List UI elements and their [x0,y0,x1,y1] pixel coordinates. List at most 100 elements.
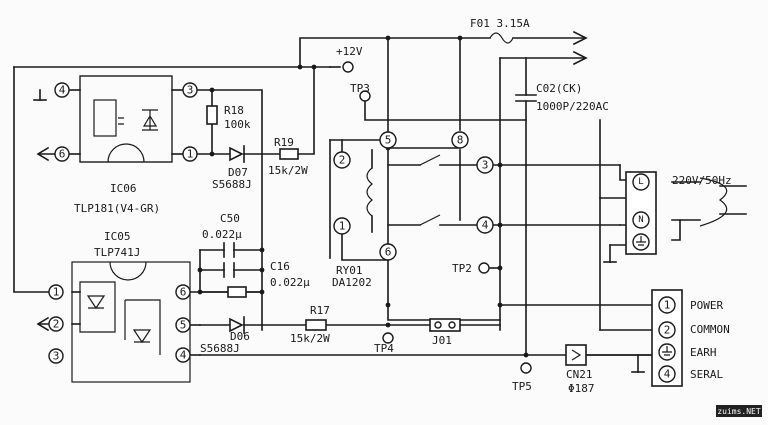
ic06-pin3 [182,82,198,98]
j01-label: J01 [432,334,452,347]
r18-label: R18 [224,104,244,117]
d07-label: D07 [228,166,248,179]
mains-terminal-n [632,211,650,229]
ic05-label: IC05 [104,230,131,243]
out-pin4 [658,365,676,383]
ic05-pin1 [48,284,64,300]
d06-diode [229,317,244,333]
svg-text:1: 1 [339,220,346,233]
d06-label: D06 [230,330,250,343]
cn21-connector [565,344,587,366]
cn21-label: CN21 [566,368,593,381]
svg-text:N: N [638,215,643,225]
svg-text:3: 3 [187,84,194,97]
ic05-pin5 [175,317,191,333]
svg-text:4: 4 [59,84,66,97]
seral-label: SERAL [690,368,723,381]
cn21-value: Φ187 [568,382,595,395]
v12-label: +12V [336,45,363,58]
ry01-pin8 [451,131,469,149]
ry01-pin2 [333,151,351,169]
c50-label: C50 [220,212,240,225]
ic06-pin4 [54,82,70,98]
svg-text:1: 1 [53,286,60,299]
r17-value: 15k/2W [290,332,330,345]
c02-label: C02(CK) [536,82,582,95]
earh-label: EARH [690,346,717,359]
v12-testpoint [342,61,354,73]
ic06-pin6 [54,146,70,162]
watermark-text: zuims.NET [717,407,761,416]
tp3-label: TP3 [350,82,370,95]
tp5-label: TP5 [512,380,532,393]
svg-text:4: 4 [180,349,187,362]
ry01-pin5 [379,131,397,149]
ry01-pin4 [476,216,494,234]
ic05-pin6 [175,284,191,300]
tp2-testpoint [478,262,490,274]
svg-text:4: 4 [664,368,671,381]
r19-label: R19 [274,136,294,149]
r19-resistor [279,148,299,160]
fuse-label: F01 3.15A [470,17,530,30]
ic05-part: TLP741J [94,246,140,259]
ic06-pin1 [182,146,198,162]
mains-terminal-l [632,173,650,191]
tp5-testpoint [520,362,532,374]
out-pin2 [658,321,676,339]
ic06-body [79,75,173,163]
ry01-pin6 [379,243,397,261]
svg-text:6: 6 [59,148,66,161]
tp3-testpoint [359,90,371,102]
d06-value: S5688J [200,342,240,355]
r-small [227,286,247,298]
arrows [36,30,588,332]
r19-value: 15k/2W [268,164,308,177]
svg-text:5: 5 [180,319,187,332]
svg-text:6: 6 [180,286,187,299]
tp2-label: TP2 [452,262,472,275]
ry01-pin1 [333,217,351,235]
mains-label: 220V/50Hz [672,174,732,187]
c16-label: C16 [270,260,290,273]
out-pin1 [658,296,676,314]
c16-value: 0.022µ [270,276,310,289]
r17-label: R17 [310,304,330,317]
r17-resistor [305,319,327,331]
labels: F01 3.15A +12V TP3 C02(CK) 1000P/220AC R… [74,17,732,395]
ic05-pin4 [175,347,191,363]
tp4-testpoint [382,332,394,344]
ry01-label: RY01 [336,264,363,277]
svg-text:3: 3 [482,159,489,172]
ic05-pin3 [48,348,64,364]
c50-value: 0.022µ [202,228,242,241]
d07-value: S5688J [212,178,252,191]
svg-text:2: 2 [339,154,346,167]
svg-text:1: 1 [187,148,194,161]
svg-text:3: 3 [53,350,60,363]
svg-text:8: 8 [457,134,464,147]
svg-text:6: 6 [385,246,392,259]
ry01-pin3 [476,156,494,174]
watermark: zuims.NET [716,405,762,417]
r18-value: 100k [224,118,251,131]
d07-diode [229,146,244,162]
svg-text:2: 2 [53,318,60,331]
tp4-label: TP4 [374,342,394,355]
common-label: COMMON [690,323,730,336]
svg-text:L: L [638,177,643,187]
ry01-part: DA1202 [332,276,372,289]
ic05-pin2 [48,316,64,332]
svg-text:4: 4 [482,219,489,232]
svg-text:1: 1 [664,299,671,312]
svg-text:5: 5 [385,134,392,147]
r18-resistor [206,105,218,125]
c02-value: 1000P/220AC [536,100,609,113]
components [71,75,683,387]
svg-text:2: 2 [664,324,671,337]
ic06-part: TLP181(V4-GR) [74,202,160,215]
power-label: POWER [690,299,723,312]
pin-markers: 4 6 3 1 2 1 5 8 3 4 6 1 2 3 6 5 4 [48,61,676,383]
